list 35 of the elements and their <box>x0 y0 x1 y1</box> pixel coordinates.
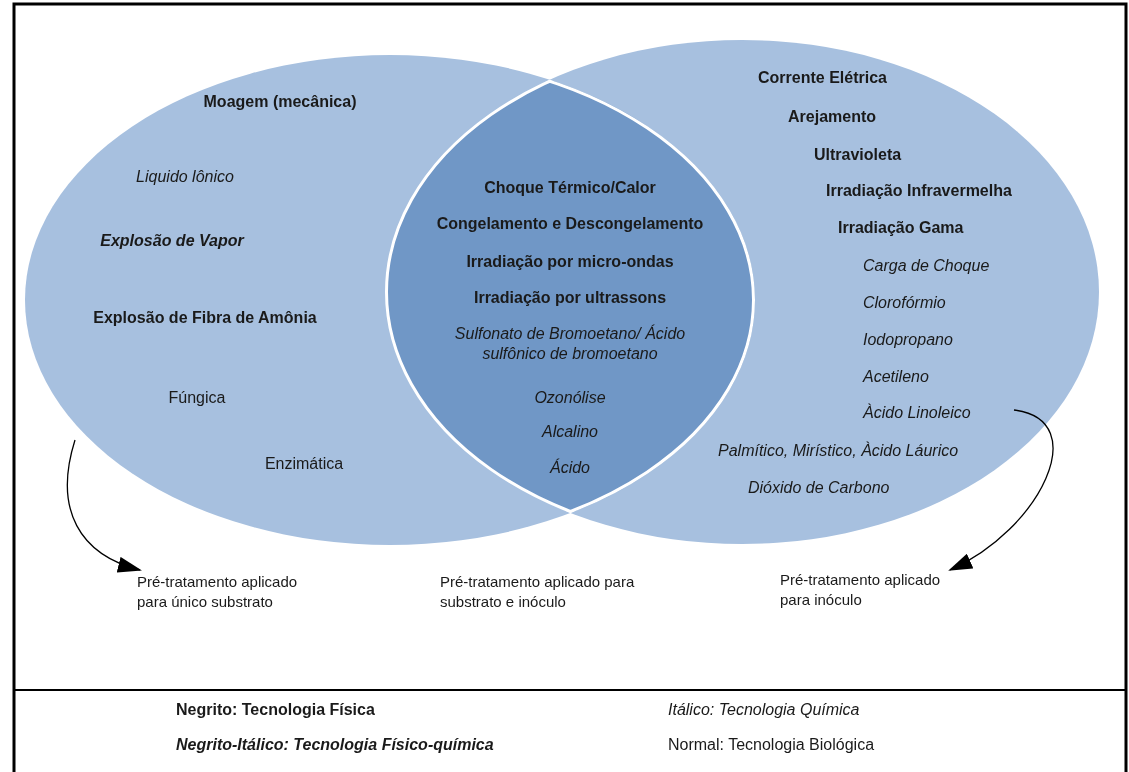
venn-item-text: Alcalino <box>542 422 598 442</box>
venn-item-text: Arejamento <box>788 107 877 127</box>
venn-item-text: Iodopropano <box>863 330 953 350</box>
caption-text: Pré-tratamento aplicado para único substrato <box>137 572 299 612</box>
venn-item-text: Ozonólise <box>534 388 606 408</box>
venn-item-text: Irradiação por micro-ondas <box>466 252 674 272</box>
venn-item-text: Irradiação Infravermelha <box>826 181 1012 201</box>
legend-text: Negrito-Itálico: Tecnologia Físico-química <box>176 735 494 755</box>
venn-item-text: Irradiação por ultrassons <box>473 288 667 308</box>
venn-item-text: Irradiação Gama <box>838 218 964 238</box>
venn-item-text: Dióxido de Carbono <box>748 478 890 498</box>
venn-item-text: Ácido <box>550 458 590 478</box>
curved-arrow <box>948 409 1054 571</box>
venn-item-text: Moagem (mecânica) <box>203 92 357 112</box>
venn-item-text: Liquido lônico <box>136 167 234 187</box>
venn-item-text: Choque Térmico/Calor <box>484 178 656 198</box>
legend-text: Normal: Tecnologia Biológica <box>668 735 875 755</box>
venn-item-text: Corrente Elétrica <box>758 68 887 88</box>
legend-text: Negrito: Tecnologia Física <box>176 700 375 720</box>
venn-item-text: Enzimática <box>264 454 344 474</box>
venn-item-text: Sulfonato de Bromoetano/ Ácido sulfônico de bromoetano <box>453 324 687 364</box>
legend-text: Itálico: Tecnologia Química <box>668 700 860 720</box>
venn-item-text: Explosão de Vapor <box>100 231 244 251</box>
caption-text: Pré-tratamento aplicado para substrato e inóculo <box>440 572 636 612</box>
venn-item-text: Acetileno <box>863 367 929 387</box>
venn-item-text: Àcido Linoleico <box>863 403 971 423</box>
venn-item-text: Fúngica <box>168 388 226 408</box>
venn-item-text: Carga de Choque <box>863 256 990 276</box>
venn-item-text: Palmítico, Mirístico, Àcido Láurico <box>718 441 959 461</box>
venn-item-text: Congelamento e Descongelamento <box>436 214 704 234</box>
venn-item-text: Explosão de Fibra de Amônia <box>93 308 317 328</box>
curved-arrow <box>66 439 142 572</box>
caption-text: Pré-tratamento aplicado para inóculo <box>780 570 942 610</box>
venn-item-text: Ultravioleta <box>814 145 902 165</box>
venn-item-text: Clorofórmio <box>863 293 946 313</box>
